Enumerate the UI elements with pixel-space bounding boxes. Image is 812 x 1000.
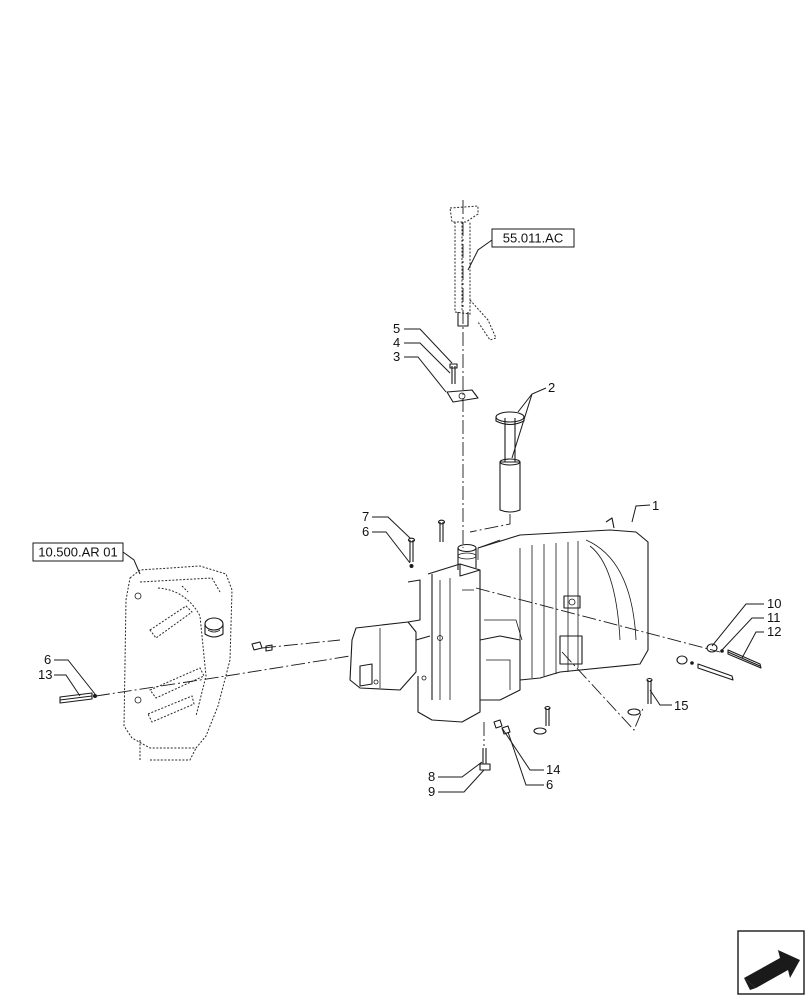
callout-6-left: 6 <box>44 652 51 667</box>
callout-4: 4 <box>393 335 400 350</box>
fuel-sender-unit <box>449 205 497 341</box>
callout-15: 15 <box>674 698 688 713</box>
page-arrow-icon[interactable] <box>737 930 805 995</box>
bottom-bolt-15 <box>627 677 653 716</box>
sender-flange <box>446 363 479 403</box>
reference-box-55-011-ac[interactable] <box>491 228 575 248</box>
bracket-nut <box>251 641 273 652</box>
reference-label-55-011-ac[interactable]: 55.011.AC <box>503 231 563 246</box>
callout-11: 11 <box>767 610 781 625</box>
callout-8: 8 <box>428 769 435 784</box>
top-bolt-6 <box>437 519 446 542</box>
callout-10: 10 <box>767 596 781 611</box>
callout-5: 5 <box>393 321 400 336</box>
bottom-bolt-8 <box>479 748 491 771</box>
bottom-bolt-14 <box>493 705 551 735</box>
top-bolt-7 <box>407 537 416 568</box>
fuel-tank <box>349 517 649 723</box>
strap-hardware <box>676 643 762 681</box>
callout-13: 13 <box>38 667 52 682</box>
callout-9: 9 <box>428 784 435 799</box>
callout-14: 14 <box>546 762 560 777</box>
callout-1: 1 <box>652 498 659 513</box>
reference-label-10-500-ar-01[interactable]: 10.500.AR 01 <box>38 545 118 560</box>
mounting-bracket <box>123 565 233 761</box>
callout-12: 12 <box>767 624 781 639</box>
callout-6-top: 6 <box>362 524 369 539</box>
callout-7: 7 <box>362 509 369 524</box>
callout-6-bottom: 6 <box>546 777 553 792</box>
callout-2: 2 <box>548 380 555 395</box>
callout-3: 3 <box>393 349 400 364</box>
filler-strainer <box>495 411 525 513</box>
bracket-bolt <box>59 692 97 704</box>
